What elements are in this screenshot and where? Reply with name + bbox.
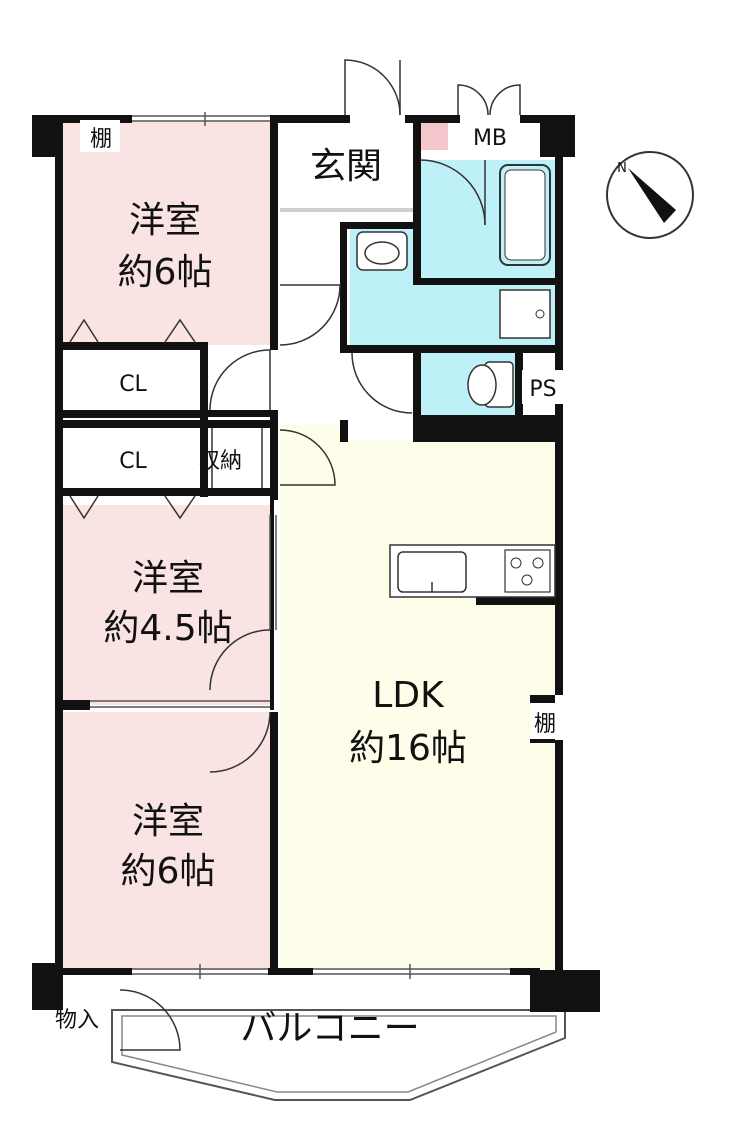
bathtub bbox=[499, 164, 551, 266]
western-room-3-name: 洋室 bbox=[132, 801, 204, 842]
balcony-label: バルコニー bbox=[240, 1008, 419, 1049]
compass-north-label: N bbox=[617, 161, 627, 176]
entrance-floor-line bbox=[280, 208, 415, 212]
western-room-3-size: 約6帖 bbox=[121, 851, 216, 892]
western-room-1-size: 約6帖 bbox=[118, 252, 213, 293]
outdoor-storage-label: 物入 bbox=[55, 1008, 99, 1033]
shelf-top-label: 棚 bbox=[90, 127, 112, 152]
pipe-space-box bbox=[522, 370, 564, 404]
balcony-outline-inner bbox=[121, 1015, 557, 1093]
entrance-label: 玄関 bbox=[310, 146, 382, 187]
windows bbox=[90, 112, 510, 979]
closet-2-label: CL bbox=[119, 449, 147, 474]
storage-label: 収納 bbox=[198, 449, 242, 474]
meter-box-box bbox=[460, 120, 520, 152]
entrance-marker bbox=[418, 122, 448, 150]
western-room-3-floor bbox=[62, 712, 272, 970]
western-room-1-floor bbox=[62, 122, 272, 345]
meter-box-label: MB bbox=[473, 126, 507, 151]
shelf-ldk-box bbox=[530, 703, 558, 739]
western-room-1-name: 洋室 bbox=[129, 200, 201, 241]
door-swings bbox=[69, 59, 521, 1051]
toilet bbox=[467, 361, 514, 408]
shelf-top-box bbox=[80, 120, 120, 152]
closet-1-label: CL bbox=[119, 372, 147, 397]
compass: N bbox=[606, 151, 694, 239]
western-room-2-floor bbox=[62, 505, 272, 705]
western-room-2-name: 洋室 bbox=[132, 558, 204, 599]
shelf-ldk-label: 棚 bbox=[534, 712, 556, 737]
kitchen-counter bbox=[389, 544, 556, 598]
ldk-name: LDK bbox=[372, 675, 445, 716]
compass-needle-icon bbox=[628, 168, 676, 223]
ldk-size: 約16帖 bbox=[349, 728, 467, 769]
western-room-2-size: 約4.5帖 bbox=[103, 608, 232, 649]
washbasin bbox=[356, 231, 408, 271]
pipe-space-label: PS bbox=[529, 377, 556, 402]
washing-machine-pan bbox=[499, 289, 551, 339]
